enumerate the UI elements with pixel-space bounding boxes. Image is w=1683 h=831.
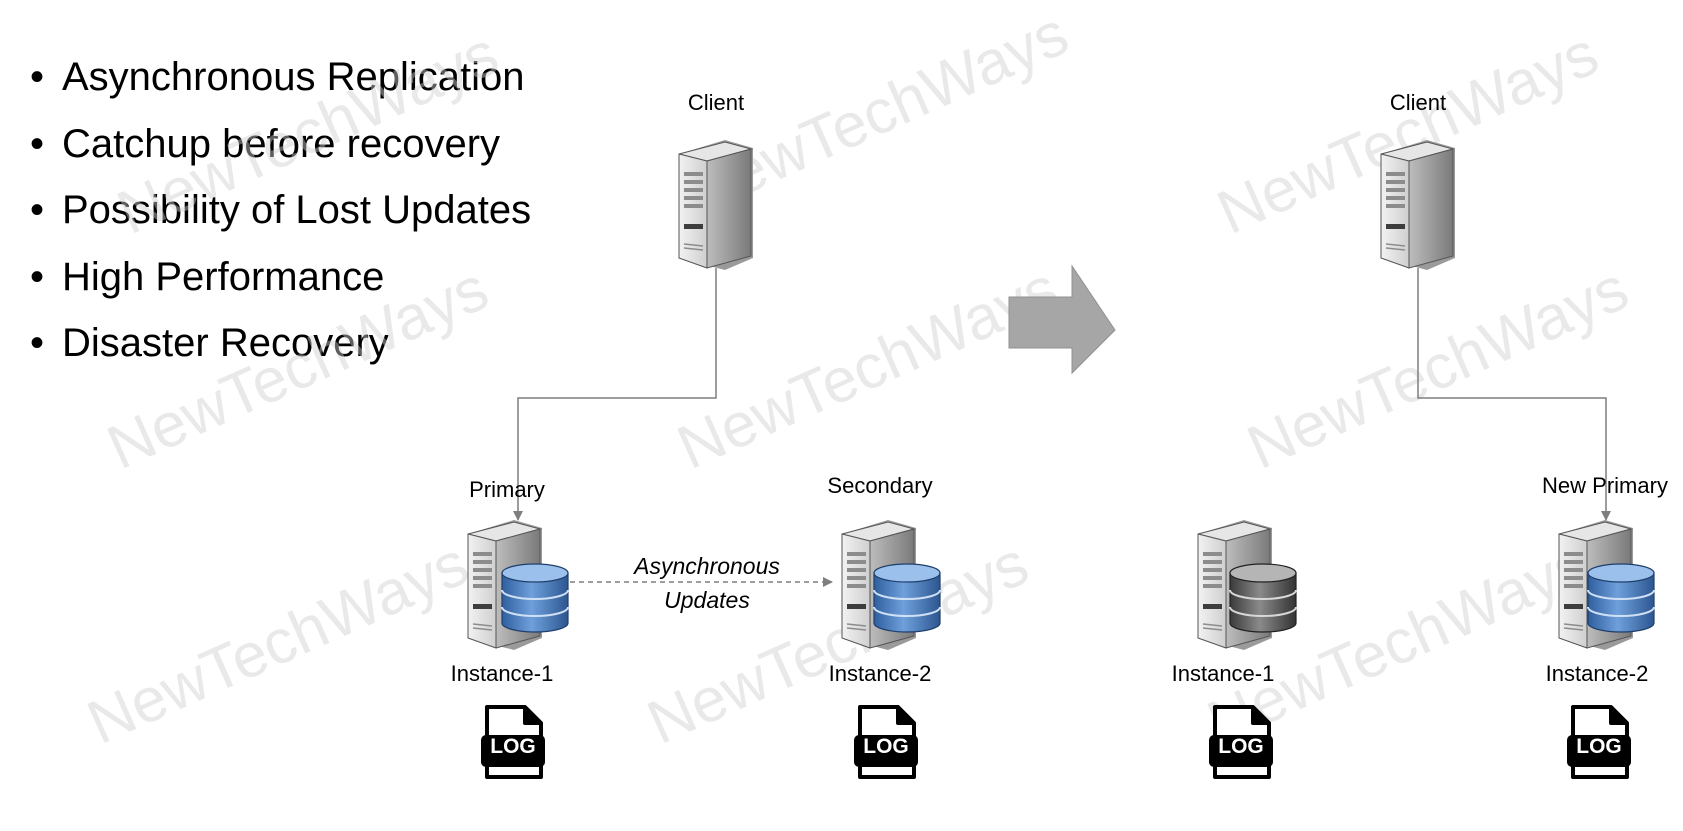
log-label: LOG xyxy=(1218,735,1264,758)
secondary-instance-label: Instance-2 xyxy=(829,661,932,686)
client-to-primary-connector xyxy=(513,268,717,521)
client-to-new-primary-connector xyxy=(1417,268,1611,521)
watermark-text: NewTechWays xyxy=(108,19,509,248)
bullet-item: Disaster Recovery xyxy=(30,310,531,377)
failed-database-icon xyxy=(1229,563,1297,633)
primary-role-label: Primary xyxy=(469,477,545,502)
replication-label-line1: Asynchronous xyxy=(632,553,780,579)
new-primary-role-label: New Primary xyxy=(1542,473,1668,498)
bullet-item: Catchup before recovery xyxy=(30,111,531,178)
failed-instance-label: Instance-1 xyxy=(1172,661,1275,686)
new-primary-instance-label: Instance-2 xyxy=(1546,661,1649,686)
log-label: LOG xyxy=(490,735,536,758)
log-label: LOG xyxy=(1576,735,1622,758)
after-scenario: Client Instance-1 New Primary Instance-2… xyxy=(1172,90,1668,779)
transition-arrow-icon xyxy=(1008,264,1116,375)
watermark-text: NewTechWays xyxy=(98,254,499,483)
bullet-item: High Performance xyxy=(30,244,531,311)
log-label: LOG xyxy=(863,735,909,758)
bullet-item: Asynchronous Replication xyxy=(30,44,531,111)
new-primary-database-icon xyxy=(1587,563,1655,633)
watermark-text: NewTechWays xyxy=(1238,254,1639,483)
client-label: Client xyxy=(1390,90,1446,115)
secondary-database-icon xyxy=(873,563,941,633)
client-server-icon xyxy=(678,140,753,270)
secondary-role-label: Secondary xyxy=(827,473,932,498)
primary-database-icon xyxy=(501,563,569,633)
feature-list: Asynchronous Replication Catchup before … xyxy=(30,44,531,377)
primary-instance-label: Instance-1 xyxy=(451,661,554,686)
client-label: Client xyxy=(688,90,744,115)
watermark-text: NewTechWays xyxy=(78,529,479,758)
bullet-item: Possibility of Lost Updates xyxy=(30,177,531,244)
client-server-icon xyxy=(1380,140,1455,270)
before-scenario: Client Primary Asynchronous Updates Seco… xyxy=(451,90,941,779)
replication-label-line2: Updates xyxy=(664,587,750,613)
watermark-text: NewTechWays xyxy=(668,254,1069,483)
